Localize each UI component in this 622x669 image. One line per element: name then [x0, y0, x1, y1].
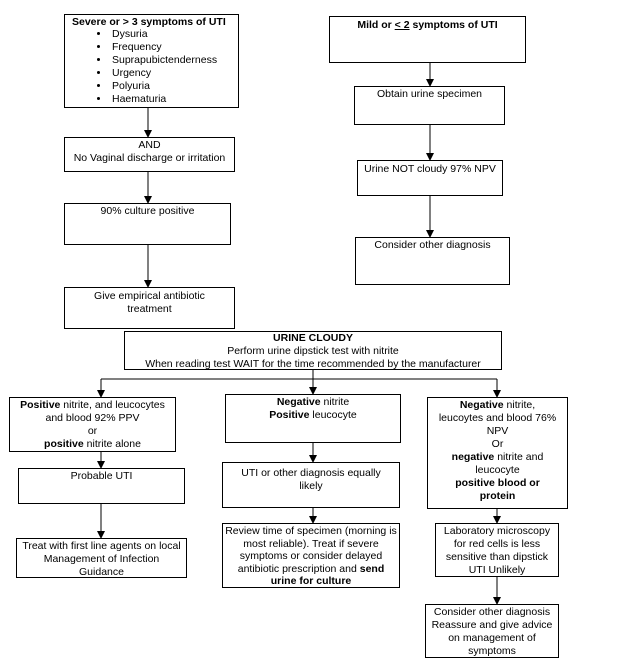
ppv-label: and blood 92% PPV	[45, 412, 140, 424]
first-line-treatment-box: Treat with first line agents on local Ma…	[16, 538, 187, 578]
mild-symptoms-box: Mild or < 2 symptoms of UTI	[329, 16, 526, 63]
mild-title: Mild or < 2 symptoms of UTI	[357, 19, 498, 31]
negative-nitrite-positive-leucocyte-box: Negative nitrite Positive leucocyte	[225, 394, 401, 443]
antibiotic-line2: treatment	[127, 303, 172, 315]
culture-positive-label: 90% culture positive	[100, 205, 195, 217]
equally-likely-label: UTI or other diagnosis equally likely	[241, 467, 381, 492]
culture-positive-box: 90% culture positive	[64, 203, 231, 245]
obtain-specimen-box: Obtain urine specimen	[354, 86, 505, 125]
first-line-treatment-label: Treat with first line agents on local Ma…	[22, 540, 181, 578]
symptom-item: Polyuria	[110, 80, 217, 93]
positive-word: Positive	[20, 399, 61, 411]
urine-not-cloudy-label: Urine NOT cloudy 97% NPV	[364, 163, 496, 175]
no-vaginal-discharge-label: No Vaginal discharge or irritation	[73, 152, 226, 164]
symptom-list: Dysuria Frequency Suprapubictenderness U…	[91, 28, 217, 106]
lab-microscopy-label: Laboratory microscopy for red cells is l…	[443, 525, 551, 576]
urine-cloudy-title: URINE CLOUDY	[273, 332, 353, 344]
urine-cloudy-box: URINE CLOUDY Perform urine dipstick test…	[124, 331, 502, 370]
or-label: or	[87, 425, 98, 437]
wait-instruction: When reading test WAIT for the time reco…	[145, 358, 481, 370]
empirical-antibiotic-box: Give empirical antibiotic treatment	[64, 287, 235, 329]
less-equal-symbol: < 2	[394, 19, 410, 31]
urine-not-cloudy-box: Urine NOT cloudy 97% NPV	[357, 160, 503, 196]
reassure-advice-label: Reassure and give advice on management o…	[431, 619, 553, 657]
review-specimen-box: Review time of specimen (morning is most…	[222, 523, 400, 588]
positive-nitrite-box: Positive nitrite, and leucocytes and blo…	[9, 397, 176, 452]
review-specimen-text: Review time of specimen (morning is most…	[225, 525, 397, 575]
symptom-item: Dysuria	[110, 28, 217, 41]
symptom-item: Urgency	[110, 67, 217, 80]
symptom-item: Frequency	[110, 41, 217, 54]
severe-title: Severe or > 3 symptoms of UTI	[72, 16, 226, 28]
negative-word-3: negative	[451, 451, 495, 463]
send-urine-culture-text: send urine for culture	[270, 562, 385, 588]
and-label: AND	[138, 139, 161, 151]
symptom-item: Suprapubictenderness	[110, 54, 217, 67]
obtain-specimen-label: Obtain urine specimen	[376, 88, 483, 100]
consider-other-diagnosis-box: Consider other diagnosis	[355, 237, 510, 285]
consider-other-diagnosis-label: Consider other diagnosis	[374, 239, 491, 251]
protein-label: protein	[479, 490, 516, 502]
probable-uti-label: Probable UTI	[70, 470, 133, 482]
equally-likely-box: UTI or other diagnosis equally likely	[222, 462, 400, 508]
negative-word-2: Negative	[459, 399, 504, 411]
negative-word: Negative	[276, 396, 321, 408]
positive-word-2: positive	[44, 438, 84, 450]
symptom-item: Haematuria	[110, 93, 217, 106]
npv-label: leucoytes and blood 76%	[438, 412, 557, 424]
npv-label-2: NPV	[486, 425, 509, 437]
positive-word-3: Positive	[269, 409, 310, 421]
leucocyte-label: leucocyte	[475, 464, 520, 476]
severe-symptoms-box: Severe or > 3 symptoms of UTI Dysuria Fr…	[64, 14, 239, 108]
positive-blood-label: positive blood or	[455, 477, 540, 489]
dipstick-instruction: Perform urine dipstick test with nitrite	[227, 345, 399, 357]
reassure-advice-box: Consider other diagnosis Reassure and gi…	[425, 604, 559, 658]
or-label-2: Or	[491, 438, 504, 450]
negative-nitrite-box: Negative nitrite, leucoytes and blood 76…	[427, 397, 568, 509]
lab-microscopy-box: Laboratory microscopy for red cells is l…	[435, 523, 559, 577]
and-no-discharge-box: AND No Vaginal discharge or irritation	[64, 137, 235, 172]
antibiotic-line1: Give empirical antibiotic	[94, 290, 205, 302]
probable-uti-box: Probable UTI	[18, 468, 185, 504]
consider-other-diagnosis-label-2: Consider other diagnosis	[433, 606, 551, 618]
